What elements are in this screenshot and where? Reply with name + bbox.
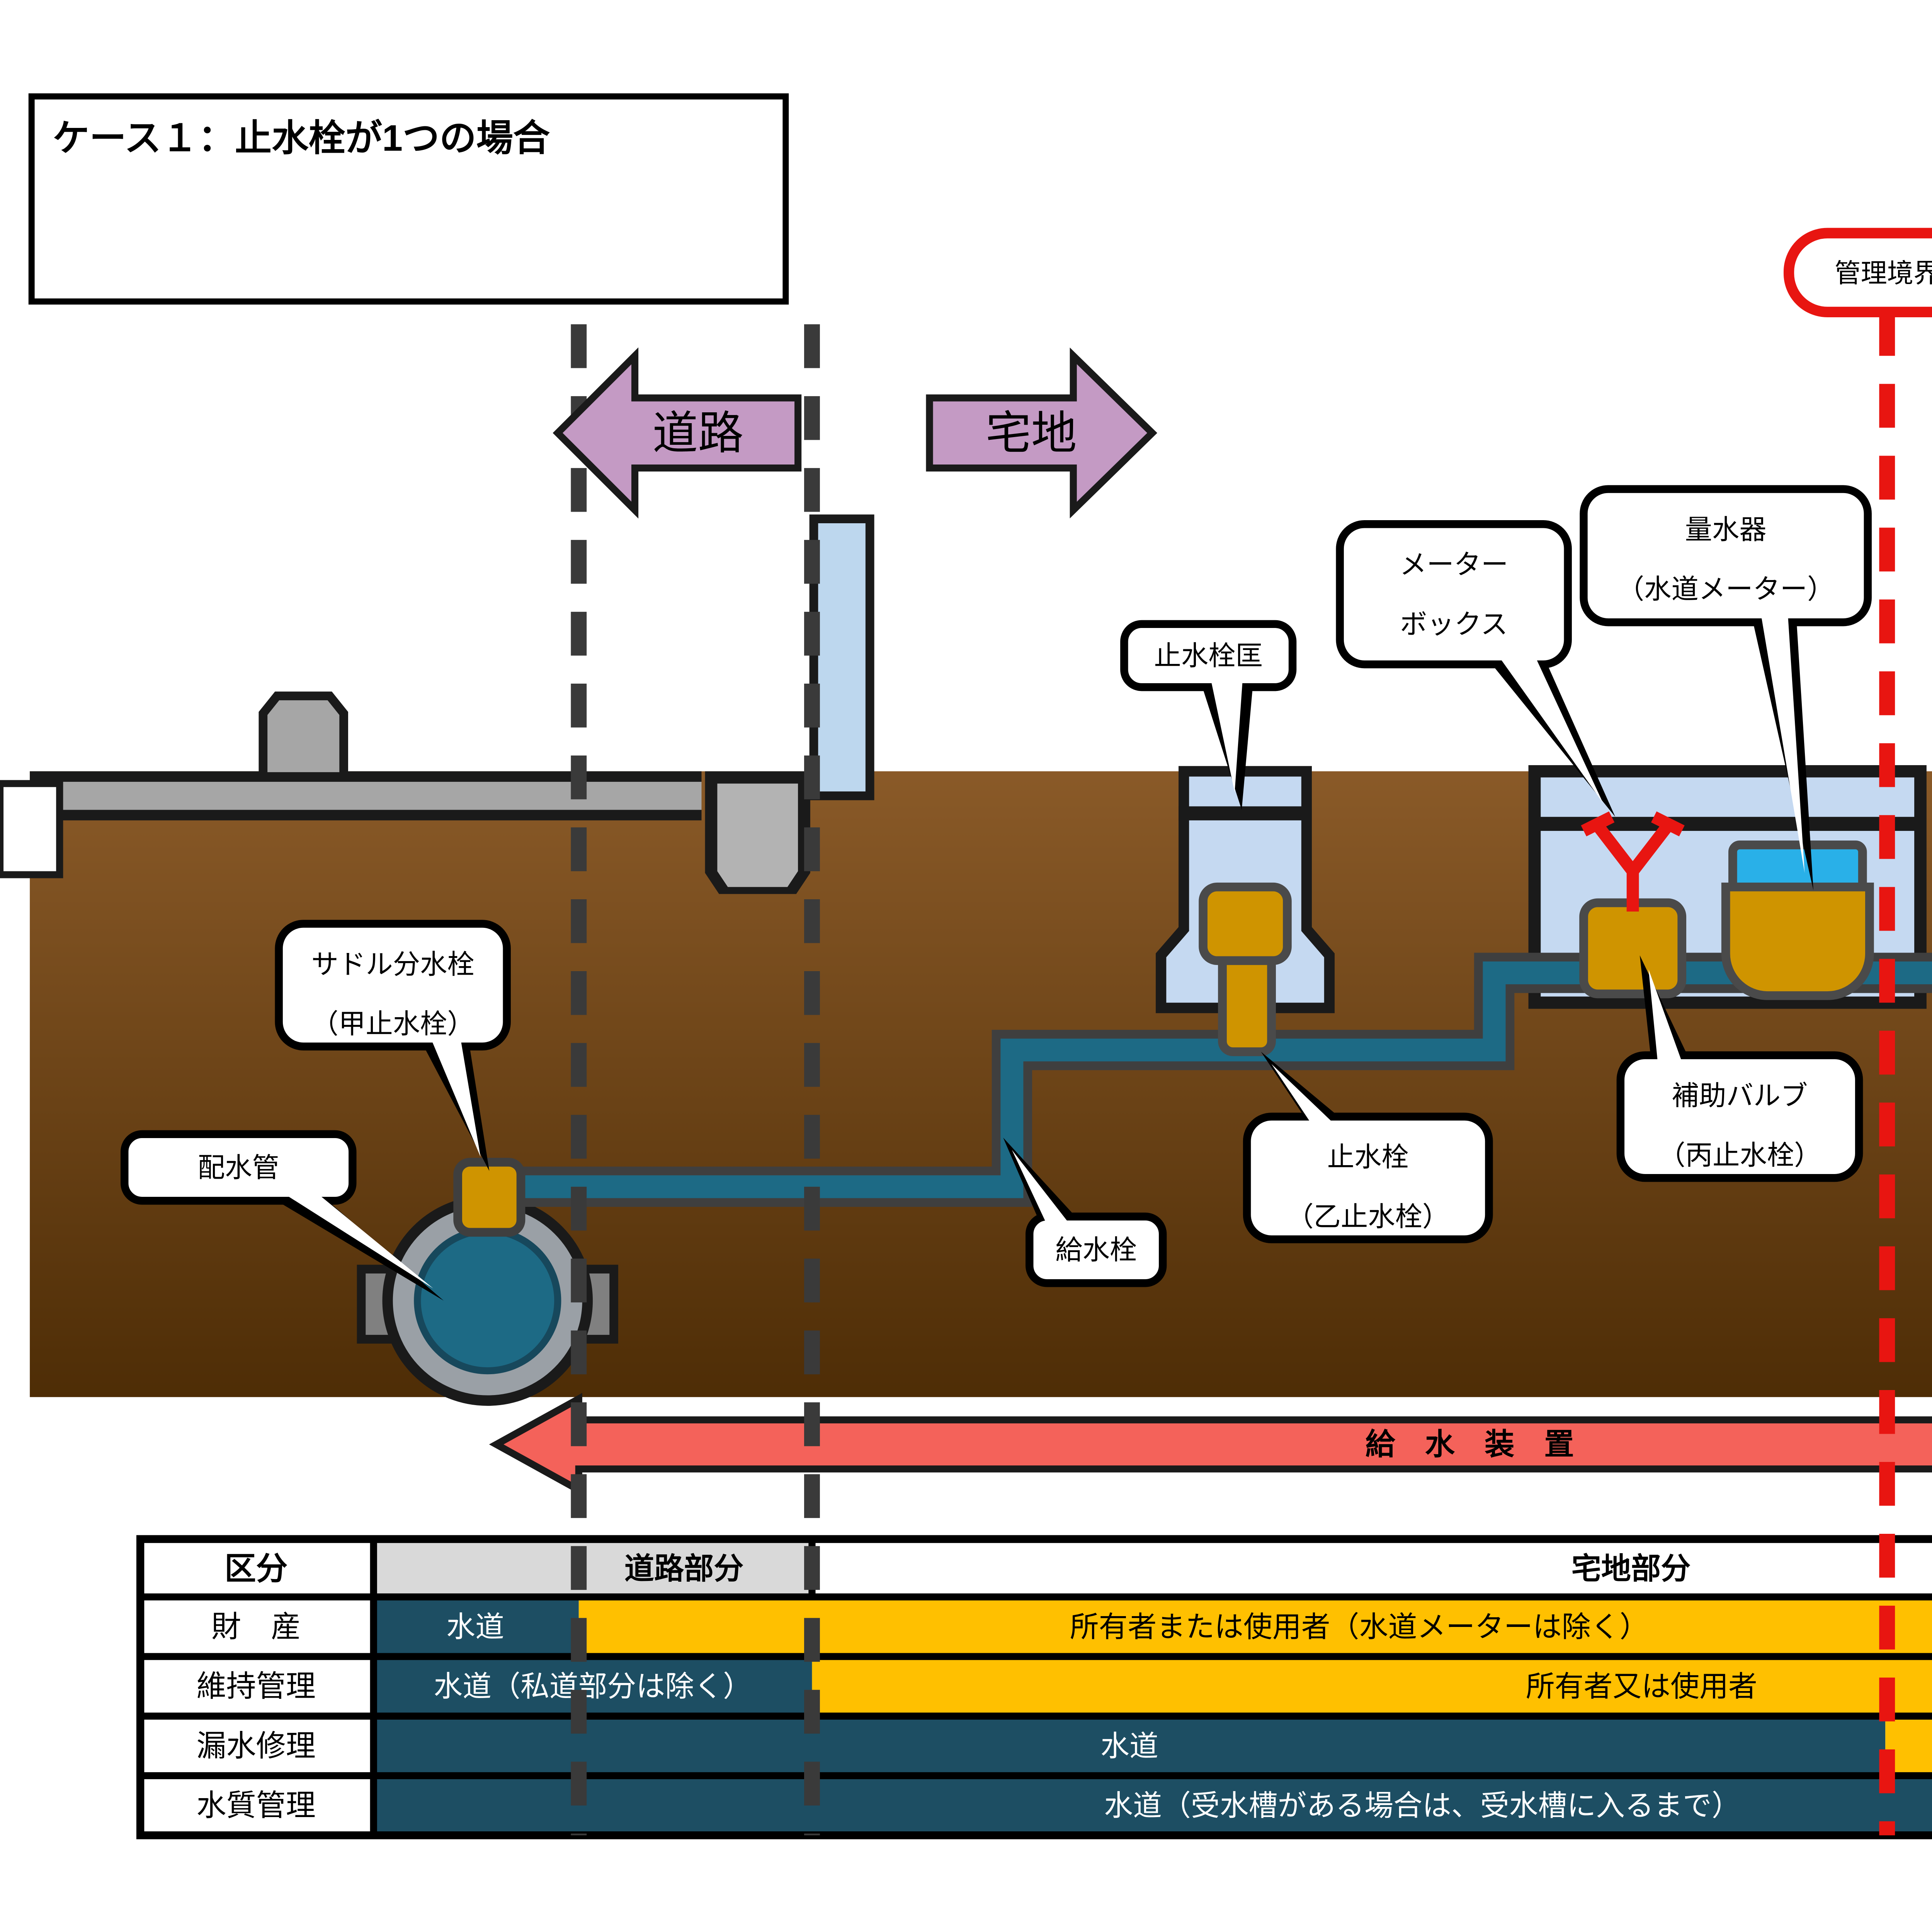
table-header-category: 区分 bbox=[224, 1551, 287, 1586]
callout-saddle-valve: サドル分水栓 （甲止水栓） bbox=[275, 920, 511, 1171]
callout-meter-box-line2: ボックス bbox=[1400, 609, 1508, 639]
callout-aux-valve: 補助バルブ （丙止水栓） bbox=[1616, 955, 1863, 1182]
callout-water-meter-line1: 量水器 bbox=[1685, 514, 1767, 545]
aux-valve bbox=[1579, 811, 1687, 999]
cell-quality-water: 水道（受水槽がある場合は、受水槽に入るまで） bbox=[1104, 1789, 1740, 1822]
table-header-road: 道路部分 bbox=[624, 1552, 744, 1586]
callout-saddle-valve-line2: （甲止水栓） bbox=[311, 1009, 474, 1039]
callout-stop-valve: 止水栓 （乙止水栓） bbox=[1243, 1052, 1493, 1244]
aux-valve-handle-icon bbox=[1581, 811, 1685, 912]
responsibility-table: 区分 道路部分 宅地部分 財 産 水道 所有者または使用者（水道メーターは除く）… bbox=[136, 1535, 1932, 1839]
callout-water-meter-line2: （水道メーター） bbox=[1617, 574, 1835, 604]
fence-wall bbox=[809, 514, 874, 800]
callout-mid-tap: 給水栓 bbox=[1003, 1137, 1167, 1287]
callout-valve-box-label: 止水栓匡 bbox=[1154, 640, 1263, 671]
callout-valve-box: 止水栓匡 bbox=[1120, 620, 1297, 810]
cell-maintenance-water: 水道（私道部分は除く） bbox=[434, 1670, 752, 1703]
row-label-leak-repair: 漏水修理 bbox=[196, 1729, 316, 1763]
water-meter-device bbox=[1721, 841, 1874, 1000]
callout-stop-valve-line1: 止水栓 bbox=[1327, 1142, 1409, 1172]
callout-saddle-valve-line1: サドル分水栓 bbox=[311, 949, 474, 979]
service-pipe bbox=[519, 953, 1932, 1207]
callout-water-meter: 量水器 （水道メーター） bbox=[1580, 485, 1872, 891]
callout-distribution-pipe: 配水管 bbox=[121, 1130, 444, 1301]
supply-equipment-label: 給 水 装 置 bbox=[1365, 1428, 1574, 1461]
zone-road-label: 道路 bbox=[652, 407, 743, 458]
row-label-maintenance: 維持管理 bbox=[196, 1670, 316, 1703]
zone-residential-label: 宅地 bbox=[986, 407, 1077, 458]
row-label-quality: 水質管理 bbox=[196, 1789, 316, 1822]
callout-meter-box: メーター ボックス bbox=[1336, 520, 1616, 817]
cell-property-water: 水道 bbox=[446, 1610, 504, 1643]
management-boundary-badge: 管理境界 bbox=[1783, 228, 1932, 317]
cell-maintenance-owner: 所有者又は使用者 bbox=[1526, 1670, 1757, 1703]
management-boundary-label: 管理境界 bbox=[1835, 259, 1932, 288]
table-header-residential: 宅地部分 bbox=[1571, 1552, 1691, 1586]
page-title: ケース１：止水栓が1つの場合 bbox=[53, 118, 550, 159]
callout-meter-box-line1: メーター bbox=[1400, 549, 1508, 580]
callout-distribution-pipe-label: 配水管 bbox=[198, 1152, 279, 1183]
cell-property-owner: 所有者または使用者（水道メーターは除く） bbox=[1070, 1610, 1649, 1643]
zone-arrow-road: 道路 bbox=[553, 347, 802, 519]
stop-valve bbox=[1199, 882, 1292, 1056]
header-road-cell bbox=[373, 1539, 812, 1597]
callout-aux-valve-line1: 補助バルブ bbox=[1672, 1081, 1808, 1111]
cell-leak-water: 水道 bbox=[1100, 1730, 1158, 1762]
row-label-property: 財 産 bbox=[211, 1610, 301, 1643]
side-gutter bbox=[0, 771, 810, 894]
supply-equipment-arrow: 給 水 装 置 bbox=[489, 1393, 1932, 1496]
boundary-marker-post bbox=[259, 691, 348, 781]
callout-aux-valve-line2: （丙止水栓） bbox=[1658, 1140, 1821, 1171]
callout-mid-tap-label: 給水栓 bbox=[1055, 1235, 1137, 1265]
saddle-tap-valve bbox=[453, 1158, 526, 1237]
zone-arrow-residential: 宅地 bbox=[926, 347, 1157, 519]
distribution-pipe-circle bbox=[357, 1195, 618, 1406]
callout-stop-valve-line2: （乙止水栓） bbox=[1286, 1201, 1449, 1232]
sidewalk bbox=[30, 771, 702, 820]
title-box: ケース１：止水栓が1つの場合 bbox=[28, 93, 789, 305]
